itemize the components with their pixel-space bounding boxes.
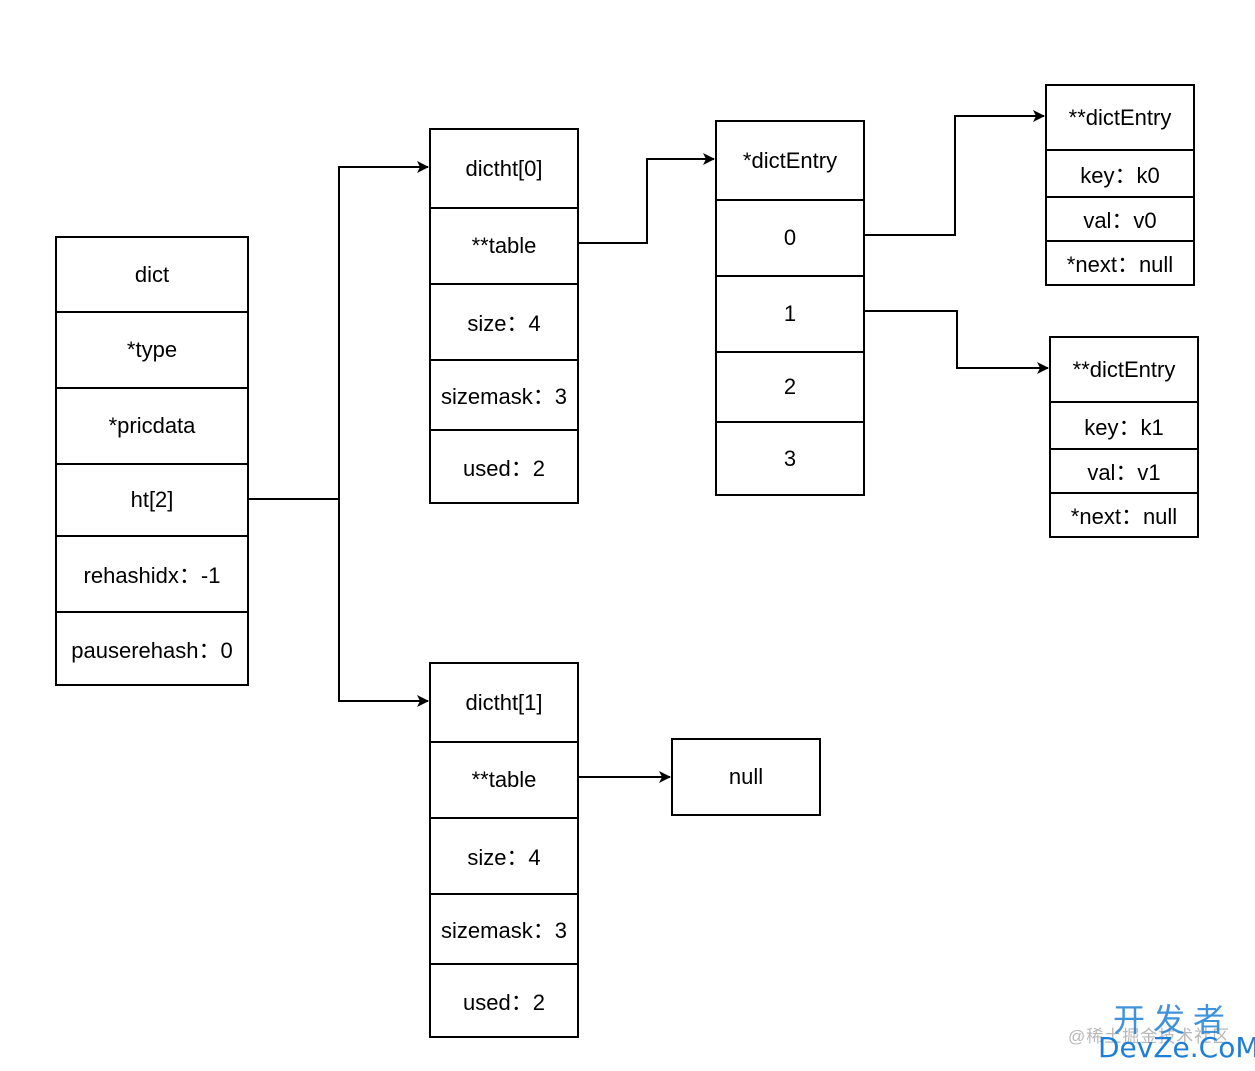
- dictht0-box: dictht[0] **table size：4 sizemask：3 used…: [429, 128, 579, 504]
- dictht1-header: dictht[1]: [465, 689, 543, 715]
- table-slot-1: 1: [717, 275, 863, 351]
- entry1-box: **dictEntry key：k1 val：v1 *next：null: [1049, 336, 1199, 538]
- entry0-key: key：k0: [1047, 149, 1193, 196]
- dict-box: dict *type *pricdata ht[2] rehashidx：-1 …: [55, 236, 249, 686]
- dictht1-field-table: **table: [431, 741, 577, 817]
- dictht1-field-used: used：2: [431, 963, 577, 1036]
- watermark-community: @稀土掘金技术社区: [1068, 1027, 1231, 1046]
- dict-field-rehashidx: rehashidx：-1: [57, 535, 247, 611]
- arrow-ht-to-dictht0: [248, 161, 429, 500]
- watermark-en: DevZe.CoM: [1098, 1031, 1255, 1064]
- dictht1-field-sizemask: sizemask：3: [431, 893, 577, 963]
- dictentry-table-header: *dictEntry: [742, 147, 838, 173]
- table-slot-0: 0: [717, 199, 863, 275]
- dict-field-type: *type: [57, 311, 247, 387]
- watermark-cn: 开发者: [1112, 1002, 1233, 1038]
- dictht0-field-sizemask: sizemask：3: [431, 359, 577, 429]
- dictht0-field-used: used：2: [431, 429, 577, 502]
- entry0-next: *next：null: [1047, 240, 1193, 284]
- dictht1-field-size: size：4: [431, 817, 577, 893]
- arrow-ht-to-dictht1: [338, 499, 429, 707]
- dict-field-pauserehash: pauserehash：0: [57, 611, 247, 684]
- null-box: null: [671, 738, 821, 816]
- dictht0-field-table: **table: [431, 207, 577, 283]
- table-slot-3: 3: [717, 421, 863, 494]
- dict-field-privdata: *pricdata: [57, 387, 247, 463]
- arrow-table0-to-dictentry: [578, 153, 715, 244]
- dictht1-box: dictht[1] **table size：4 sizemask：3 used…: [429, 662, 579, 1038]
- dict-field-ht: ht[2]: [57, 463, 247, 535]
- dictht0-header: dictht[0]: [465, 155, 543, 181]
- arrow-slot1-to-entry1: [864, 310, 1049, 374]
- arrow-slot0-to-entry0: [864, 110, 1045, 236]
- entry0-val: val：v0: [1047, 196, 1193, 240]
- table-slot-2: 2: [717, 351, 863, 421]
- null-label: null: [728, 764, 764, 789]
- entry1-header: **dictEntry: [1072, 356, 1176, 382]
- dictentry-table-box: *dictEntry 0 1 2 3: [715, 120, 865, 496]
- dict-header: dict: [134, 261, 170, 287]
- entry1-key: key：k1: [1051, 401, 1197, 448]
- entry1-val: val：v1: [1051, 448, 1197, 492]
- entry1-next: *next：null: [1051, 492, 1197, 536]
- entry0-header: **dictEntry: [1068, 104, 1172, 130]
- watermark-logo: 开发者 DevZe.CoM: [1098, 1002, 1255, 1064]
- dictht0-field-size: size：4: [431, 283, 577, 359]
- entry0-box: **dictEntry key：k0 val：v0 *next：null: [1045, 84, 1195, 286]
